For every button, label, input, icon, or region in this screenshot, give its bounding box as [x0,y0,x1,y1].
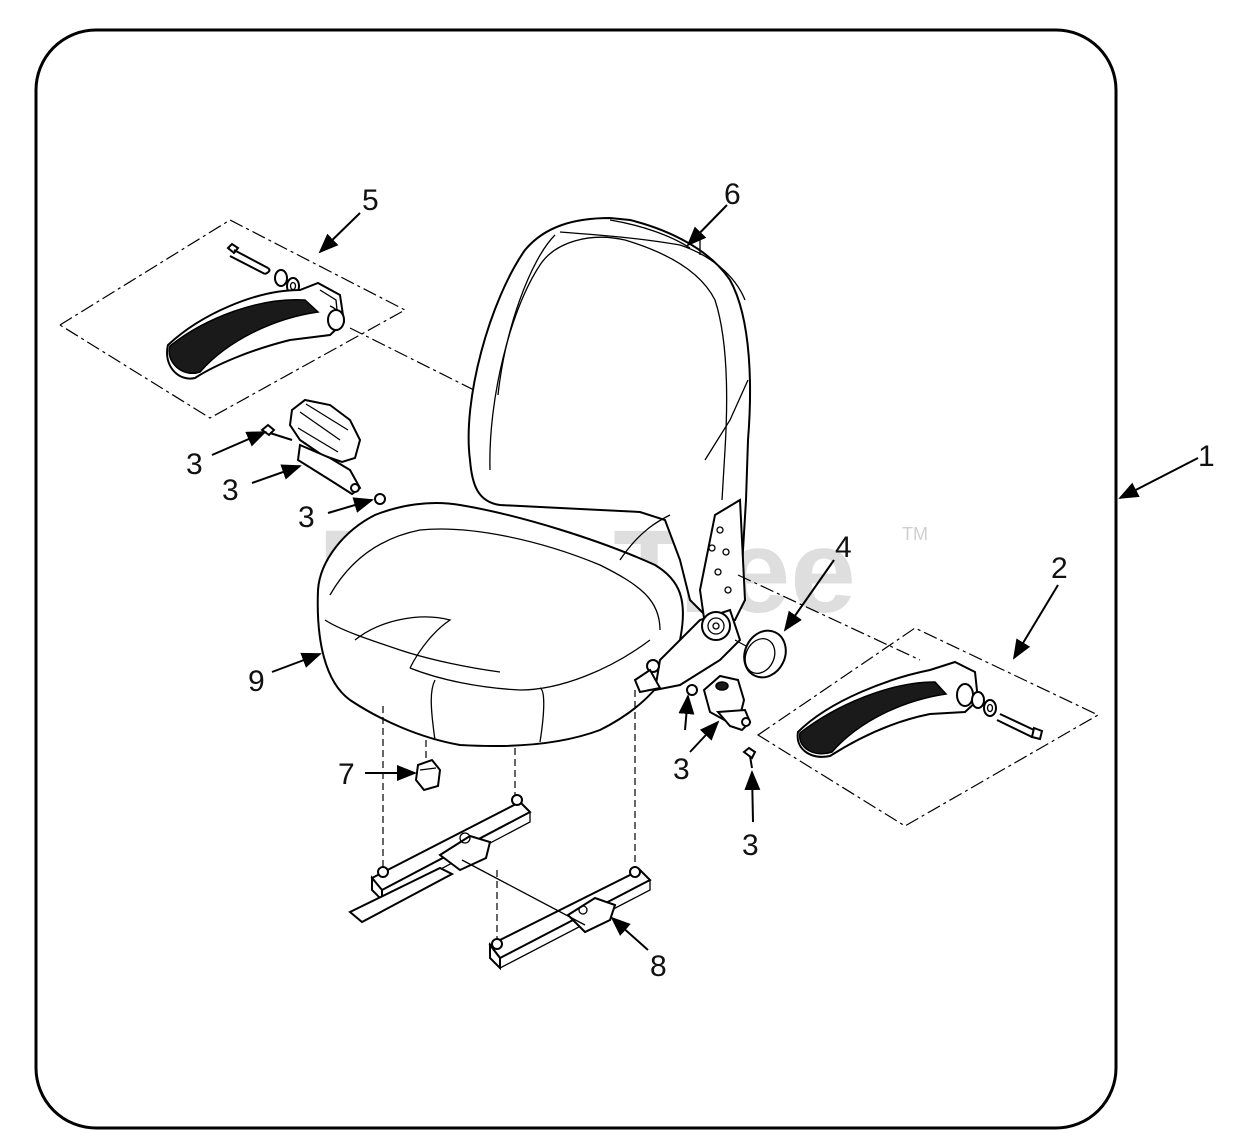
callout-leaders [211,204,1199,951]
right-armrest-dashed-box [756,627,1100,827]
left-armrest-dashed-box [58,219,407,419]
left-bracket-nut [374,493,386,505]
callout-3-bolt: 3 [186,448,203,481]
callout-5: 5 [362,184,379,217]
seat-switch [414,758,442,792]
right-armrest-pad [799,681,948,755]
seat-slides [348,690,652,971]
callout-7: 7 [338,758,355,791]
callout-4: 4 [835,531,852,564]
left-armrest-bolt [226,242,271,275]
seat-back-outline [467,216,752,627]
recliner-hub [701,611,731,641]
diagram-frame [34,28,1118,1130]
callout-3-bracket: 3 [222,474,239,507]
right-armrest-bolt [996,713,1044,741]
left-armrest-washer-1 [274,269,288,287]
recliner-knob [734,629,787,679]
seat-back [467,216,752,627]
left-armrest-group [58,219,479,419]
callout-9: 9 [248,665,265,698]
seat-cushion [316,498,747,748]
callout-8: 8 [650,950,667,983]
callout-1: 1 [1198,440,1215,473]
right-seat-bracket [686,674,757,769]
callout-3-nut: 3 [298,501,315,534]
right-bracket-nut [686,684,698,696]
callout-6: 6 [724,178,741,211]
left-armrest-leader [349,327,479,393]
watermark-trademark: TM [902,524,928,544]
right-armrest-leader [737,574,921,661]
callout-3-right-bracket: 3 [673,753,690,786]
left-seat-bracket [260,398,386,505]
right-armrest-washer-2 [983,699,997,717]
callout-2: 2 [1051,552,1068,585]
left-armrest-pad [168,298,320,375]
right-armrest-group [737,574,1100,827]
callout-3-right-bolt: 3 [742,829,759,862]
right-armrest-washer-1 [971,691,985,709]
